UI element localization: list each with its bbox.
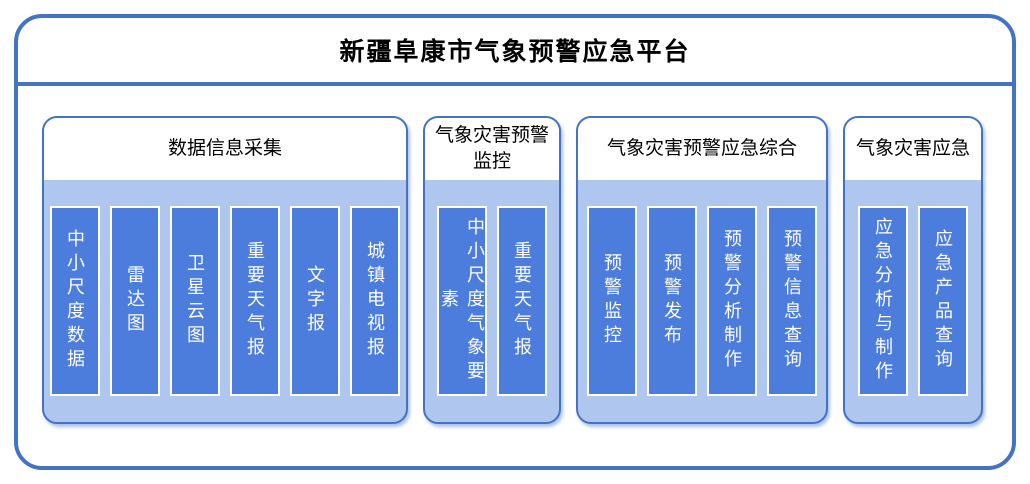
group-warning-monitoring: 气象灾害预警监控 中小尺度气象要素 重要天气报 <box>423 116 561 424</box>
group-header: 气象灾害应急 <box>845 118 981 180</box>
item-box: 重要天气报 <box>497 206 547 396</box>
item-box: 重要天气报 <box>230 206 280 396</box>
item-box: 应急分析与制作 <box>858 206 908 396</box>
item-box: 雷达图 <box>110 206 160 396</box>
platform-title: 新疆阜康市气象预警应急平台 <box>339 38 691 66</box>
groups-row: 数据信息采集 中小尺度数据 雷达图 卫星云图 重要天气报 文字报 城镇电视报 气… <box>18 86 1012 424</box>
title-bar: 新疆阜康市气象预警应急平台 <box>18 18 1012 86</box>
item-box: 预警分析制作 <box>707 206 757 396</box>
group-header: 气象灾害预警应急综合 <box>578 118 826 180</box>
item-box: 文字报 <box>290 206 340 396</box>
item-box: 卫星云图 <box>170 206 220 396</box>
item-box: 城镇电视报 <box>350 206 400 396</box>
item-box: 预警监控 <box>587 206 637 396</box>
item-box: 中小尺度气象要素 <box>437 206 487 396</box>
group-body: 中小尺度气象要素 重要天气报 <box>425 180 559 422</box>
item-box: 预警发布 <box>647 206 697 396</box>
group-header: 数据信息采集 <box>44 118 406 180</box>
item-box: 中小尺度数据 <box>50 206 100 396</box>
group-warning-emergency-comprehensive: 气象灾害预警应急综合 预警监控 预警发布 预警分析制作 预警信息查询 <box>576 116 828 424</box>
group-data-collection: 数据信息采集 中小尺度数据 雷达图 卫星云图 重要天气报 文字报 城镇电视报 <box>42 116 408 424</box>
group-body: 预警监控 预警发布 预警分析制作 预警信息查询 <box>578 180 826 422</box>
group-body: 中小尺度数据 雷达图 卫星云图 重要天气报 文字报 城镇电视报 <box>44 180 406 422</box>
group-disaster-emergency: 气象灾害应急 应急分析与制作 应急产品查询 <box>843 116 983 424</box>
platform-frame: 新疆阜康市气象预警应急平台 数据信息采集 中小尺度数据 雷达图 卫星云图 重要天… <box>14 14 1016 470</box>
item-box: 应急产品查询 <box>918 206 968 396</box>
item-box: 预警信息查询 <box>767 206 817 396</box>
group-body: 应急分析与制作 应急产品查询 <box>845 180 981 422</box>
group-header: 气象灾害预警监控 <box>425 118 559 180</box>
